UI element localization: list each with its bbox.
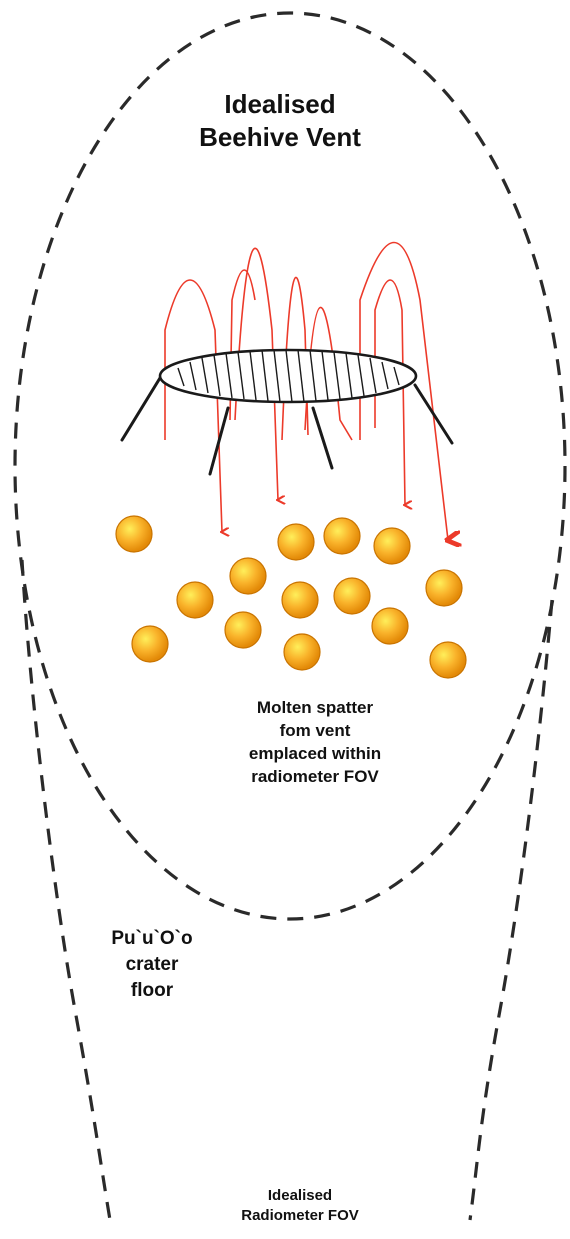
radiometer-fov-label: Idealised Radiometer FOV xyxy=(170,1186,430,1226)
vent-leg-right xyxy=(415,385,452,443)
spatter-blob xyxy=(132,626,168,662)
spatter-blob xyxy=(430,642,466,678)
fov-boundary-left xyxy=(22,560,110,1220)
diagram-title: Idealised Beehive Vent xyxy=(130,88,430,154)
spatter-blob xyxy=(225,612,261,648)
spatter-blob xyxy=(372,608,408,644)
spatter-blob xyxy=(116,516,152,552)
vent-rim xyxy=(160,350,416,402)
spatter-blob xyxy=(177,582,213,618)
vent-leg-center-right xyxy=(313,408,332,468)
spatter-blob xyxy=(284,634,320,670)
spatter-label: Molten spatter fom vent emplaced within … xyxy=(165,696,465,788)
spatter-blob xyxy=(278,524,314,560)
vent-leg-left xyxy=(122,378,160,440)
spatter-blob xyxy=(334,578,370,614)
fov-boundary-right xyxy=(470,600,552,1220)
spatter-blob xyxy=(324,518,360,554)
spatter-blob xyxy=(230,558,266,594)
molten-spatter xyxy=(116,516,466,678)
spatter-blob xyxy=(374,528,410,564)
crater-floor-label: Pu`u`O`o crater floor xyxy=(82,926,222,1004)
spatter-blob xyxy=(426,570,462,606)
spatter-blob xyxy=(282,582,318,618)
trajectory-1 xyxy=(165,280,222,532)
